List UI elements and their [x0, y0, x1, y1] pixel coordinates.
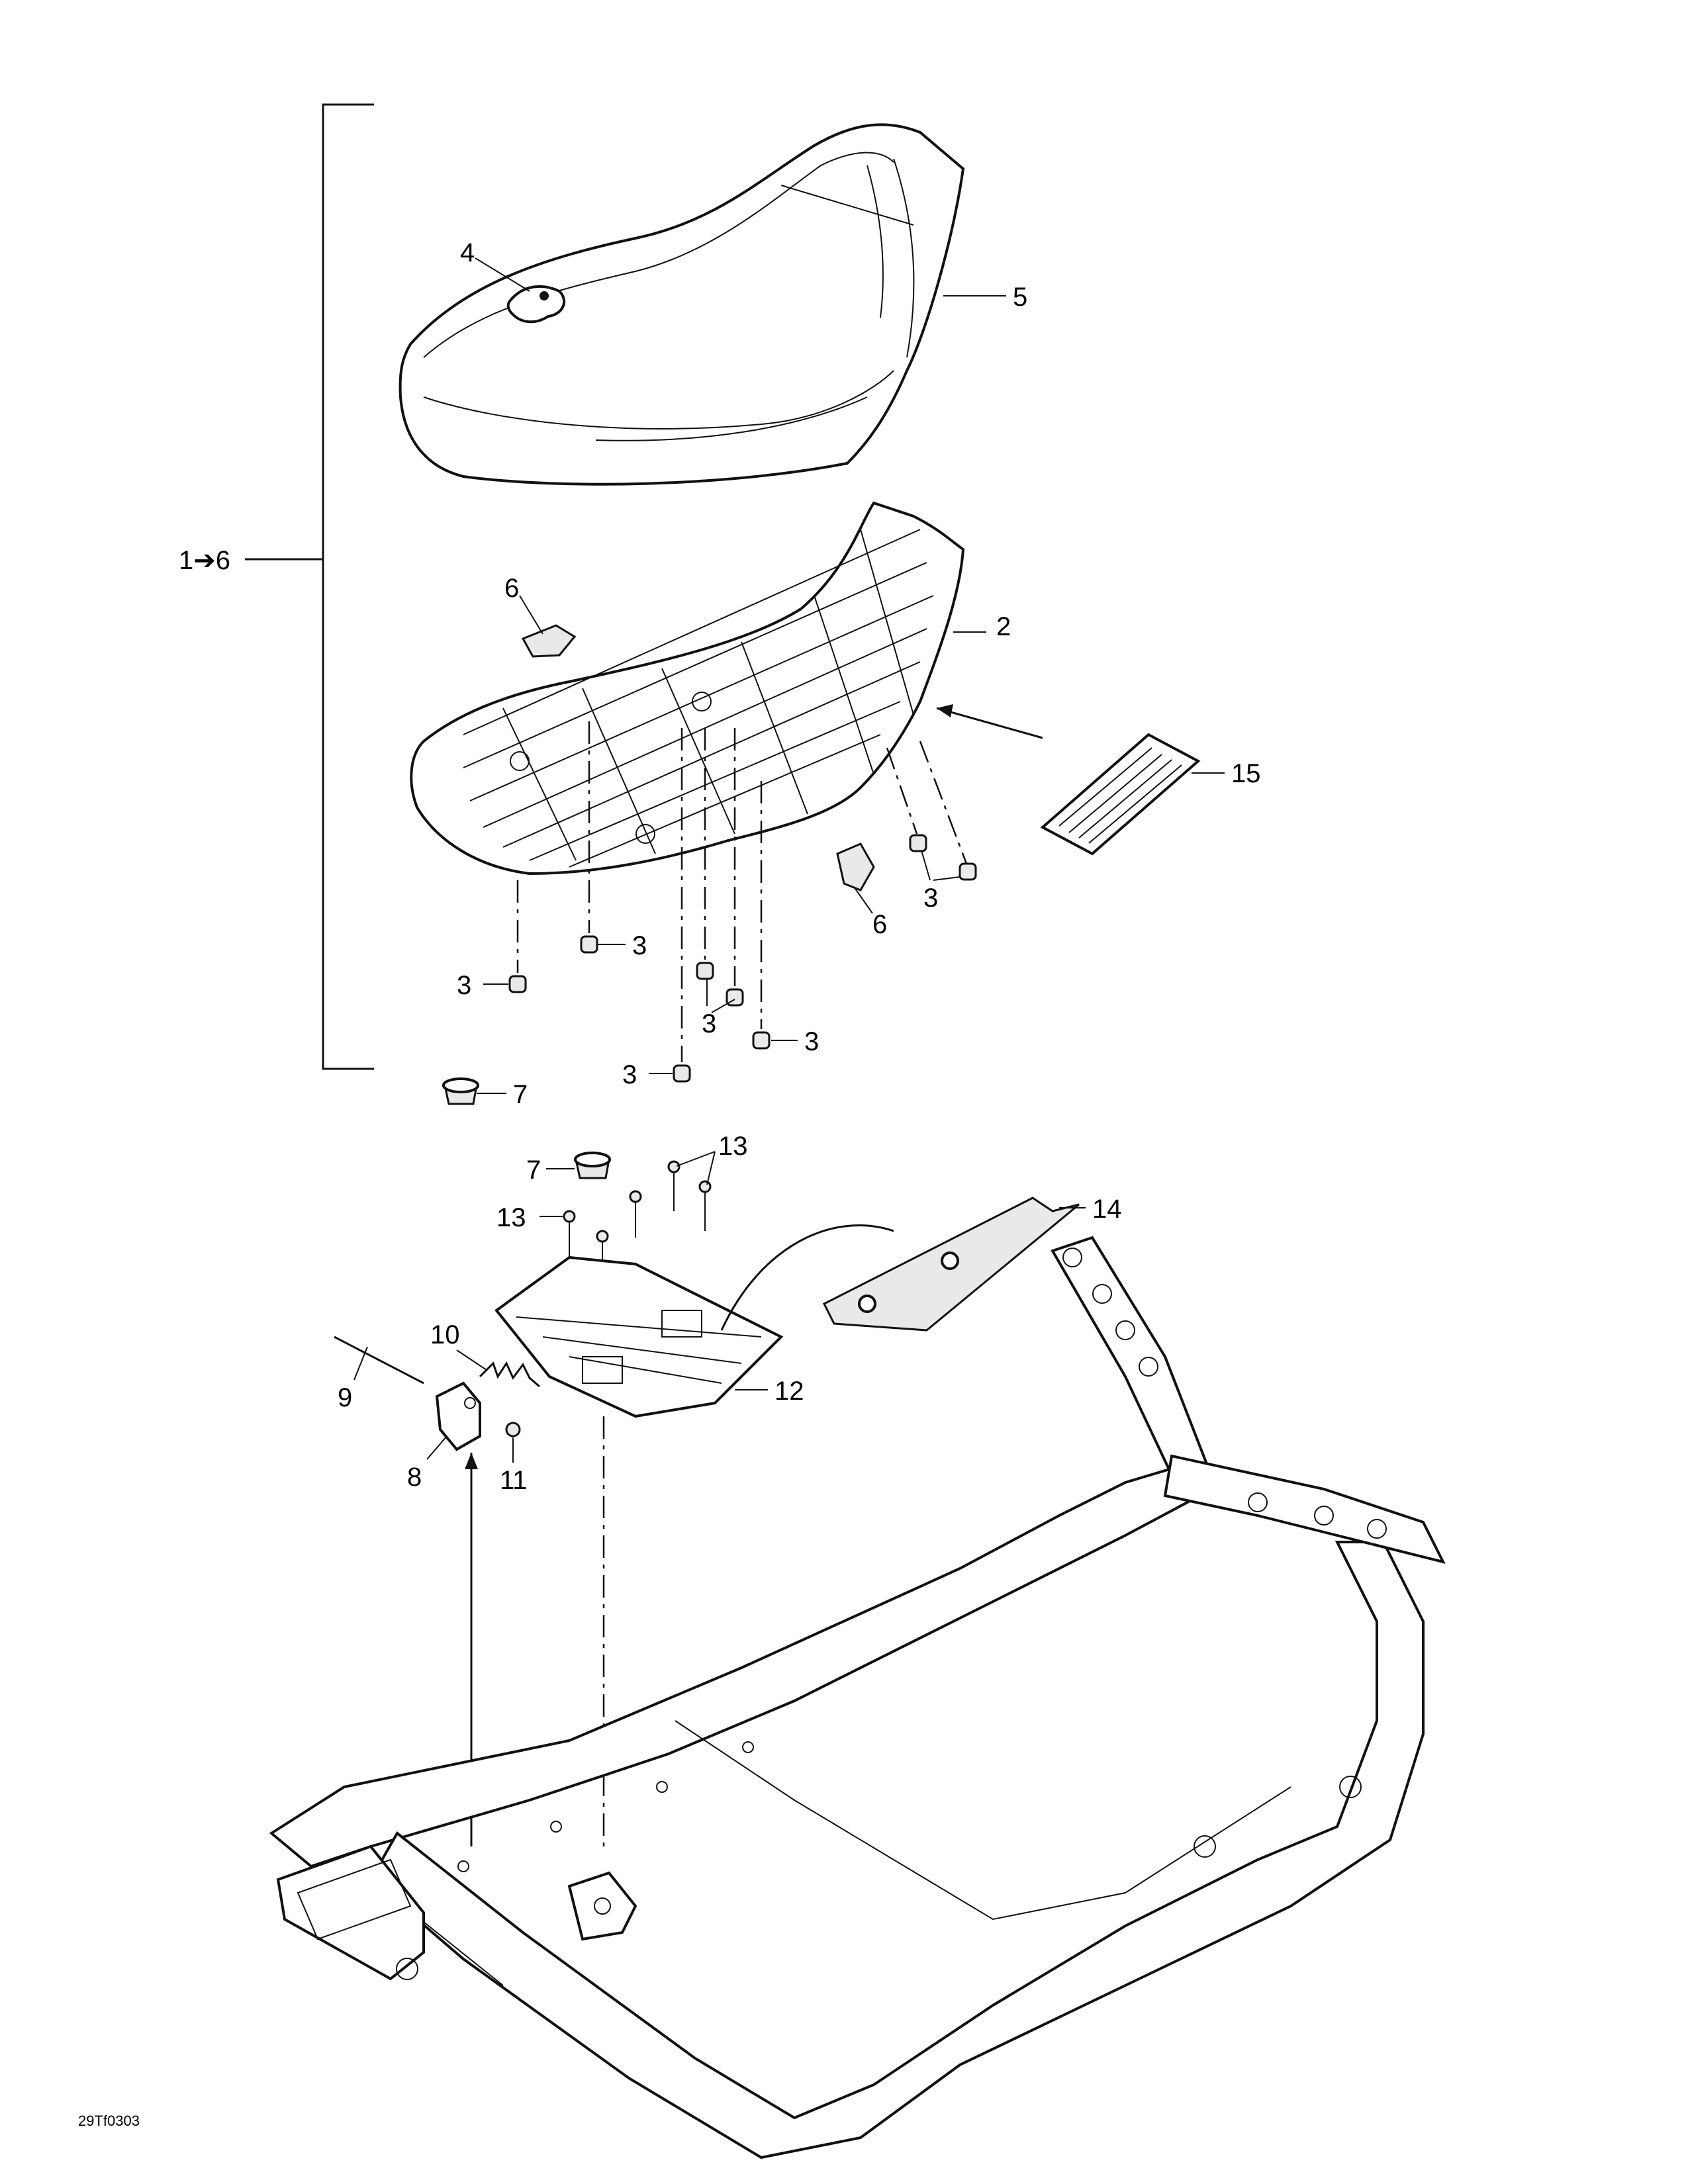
- diagram-reference-code: 29Tf0303: [78, 2113, 140, 2129]
- callout-5: 5: [1013, 283, 1027, 312]
- seat-base: [410, 501, 965, 876]
- mounting-bolts: [563, 1160, 712, 1277]
- warning-label-decal: [936, 704, 1201, 856]
- callout-8: 8: [407, 1463, 422, 1492]
- callout-6-upper: 6: [504, 574, 519, 603]
- latch-bracket: [435, 1381, 481, 1451]
- callout-group-1-6: 1➔6: [179, 546, 230, 575]
- callout-10: 10: [430, 1320, 460, 1349]
- callout-7-upper: 7: [513, 1080, 528, 1109]
- callout-3-b: 3: [457, 971, 471, 1000]
- latch-spring: [479, 1361, 540, 1388]
- callout-3-e: 3: [622, 1060, 637, 1089]
- vehicle-frame: [269, 1236, 1446, 2160]
- foam-strip: [822, 1197, 1080, 1332]
- callout-13-lower: 13: [496, 1203, 526, 1232]
- seat-clip-upper: [521, 624, 577, 658]
- assembly-group-bracket: [245, 103, 374, 1070]
- rubber-bumpers: [442, 1077, 611, 1179]
- latch-rod: [334, 1336, 424, 1385]
- callout-2: 2: [996, 612, 1011, 641]
- seat-clip-lower: [836, 842, 875, 891]
- grommet-guide-lines: [516, 721, 968, 1062]
- callout-leader-lines: [353, 257, 1225, 1463]
- seat-support-plate: [494, 1224, 894, 1418]
- callout-4: 4: [460, 238, 475, 267]
- callout-3-a: 3: [632, 931, 647, 960]
- grommets: [508, 834, 977, 1083]
- seat-logo-emblem: [506, 285, 566, 324]
- callout-13-upper: 13: [718, 1132, 748, 1161]
- latch-nut: [505, 1422, 521, 1437]
- callout-7-lower: 7: [526, 1156, 541, 1185]
- callout-3-d: 3: [804, 1027, 819, 1056]
- callout-3-right: 3: [923, 884, 938, 913]
- callout-14: 14: [1092, 1195, 1122, 1224]
- callout-6-lower: 6: [872, 910, 887, 939]
- callout-11: 11: [500, 1466, 528, 1495]
- callout-3-c: 3: [702, 1009, 716, 1038]
- callout-15: 15: [1231, 759, 1261, 788]
- callout-12: 12: [774, 1377, 804, 1406]
- seat-cover: [399, 123, 965, 486]
- callout-9: 9: [338, 1383, 352, 1412]
